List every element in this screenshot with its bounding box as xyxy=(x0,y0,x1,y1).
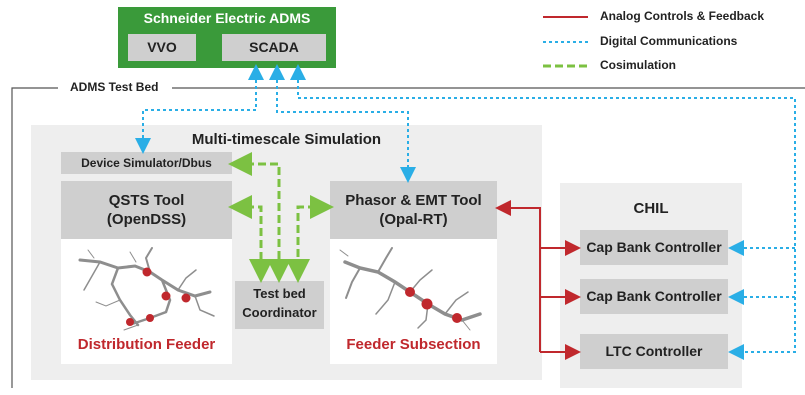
distribution-feeder-label: Distribution Feeder xyxy=(77,336,216,353)
subsection-node-marker xyxy=(452,313,462,323)
device-simulator-box: Device Simulator/Dbus xyxy=(61,152,232,174)
subsection-node-marker xyxy=(405,287,415,297)
vvo-module: VVO xyxy=(128,34,196,61)
cosim-phasor xyxy=(286,195,334,283)
adms-box: Schneider Electric ADMS VVO SCADA xyxy=(118,7,336,68)
feeder-node-marker xyxy=(142,267,152,277)
testbed-border xyxy=(11,87,58,388)
cosim-device-sim xyxy=(228,152,291,283)
scada-to-device-sim xyxy=(135,64,264,154)
scada-to-chil xyxy=(290,64,796,360)
qsts-tool-box: QSTS Tool (OpenDSS) xyxy=(61,181,232,239)
scada-to-phasor xyxy=(269,64,416,183)
qsts-tool-engine: (OpenDSS) xyxy=(106,211,187,228)
feeder-node-marker xyxy=(181,293,191,303)
feeder-node-marker xyxy=(126,318,134,326)
feeder-node-marker xyxy=(146,314,154,322)
legend-digital-label: Digital Communications xyxy=(600,34,738,48)
subsection-node-marker xyxy=(421,298,433,310)
adms-title: Schneider Electric ADMS xyxy=(143,10,311,26)
legend-analog-label: Analog Controls & Feedback xyxy=(600,9,765,23)
cosim-qsts xyxy=(228,195,273,283)
feeder-node-marker xyxy=(161,291,171,301)
analog-trunk xyxy=(495,200,541,352)
qsts-tool-name: QSTS Tool xyxy=(108,192,185,209)
scada-module: SCADA xyxy=(222,34,326,61)
